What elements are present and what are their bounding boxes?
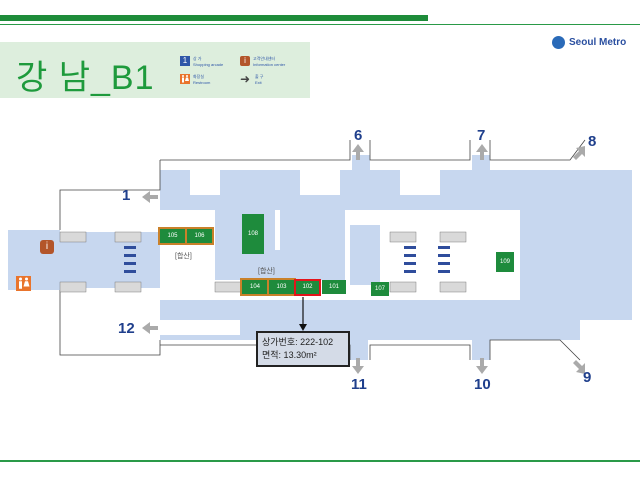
escalator [404,254,416,257]
shop-info-tooltip: 상가번호: 222-102 면적: 13.30m² [256,331,350,367]
shop-104[interactable]: 104 [240,278,270,296]
escalator [438,270,450,273]
legend-shop-kr: 상 가 [193,56,202,61]
tooltip-pointer-head [299,324,307,331]
escalator [404,262,416,265]
exit9-arrow-icon [573,360,585,374]
legend-info-en: Information center [253,62,286,67]
restroom-icon [16,276,31,291]
exit10-arrow-icon [476,358,488,374]
legend-restroom-en: Restroom [193,80,211,85]
restroom-legend-icon [180,74,190,84]
exit-10-label: 10 [474,376,491,393]
title-panel [0,42,310,98]
escalator [124,262,136,265]
station-title: 강 남_B1 [16,59,155,97]
shop-105[interactable]: 105 [158,227,187,245]
stairs [59,231,87,243]
selected-shop-highlight [294,279,321,296]
shop-103[interactable]: 103 [267,278,296,296]
shop-108[interactable]: 108 [242,214,264,254]
stairs [389,281,417,293]
corridor-east [580,170,632,320]
stairs [59,281,87,293]
escalator [404,270,416,273]
block-c [215,250,345,280]
stairs [214,281,242,293]
escalator [124,246,136,249]
legend-info-kr: 고객안내센터 [253,56,276,61]
legend-shop-en: Shopping arcade [193,62,224,67]
block-d [350,225,380,285]
stairs [439,231,467,243]
exit8-arrow-icon [573,146,585,160]
shop-legend-icon: 1 [180,56,190,66]
arrow-legend-icon: ➜ [240,72,251,86]
exit-9-label: 9 [583,369,592,386]
information-center-icon: i [40,240,54,254]
header-divider [0,24,640,25]
info-legend-icon: i [240,56,250,66]
stairs [439,281,467,293]
legend-restroom-kr: 화장실 [193,74,205,79]
exit-7-label: 7 [477,127,486,144]
stairs [114,231,142,243]
escalator [124,270,136,273]
footer-divider [0,460,640,462]
stairs [389,231,417,243]
escalator [438,254,450,257]
restroom-icon [182,75,189,83]
exit12-arrow-icon [142,322,158,334]
seoul-metro-logo-icon [552,36,565,49]
exit11-arrow-icon [352,358,364,374]
escalator [438,246,450,249]
exit6-arrow-icon [352,144,364,160]
exit-6-label: 6 [354,127,363,144]
exit-12-label: 12 [118,320,135,337]
header-top-bar [0,15,428,21]
exit1-arrow-icon [142,191,158,203]
shop-106[interactable]: 106 [185,227,214,245]
tooltip-area: 면적: 13.30m² [262,350,317,360]
escalator [438,262,450,265]
exit10-stair [472,335,490,360]
exit6-stair [352,155,370,175]
exit-8-label: 8 [588,133,597,150]
seoul-metro-logo: Seoul Metro [569,37,627,48]
shop-107[interactable]: 107 [371,282,389,296]
zone-label-left: [합산] [175,253,192,260]
stairs [114,281,142,293]
exit7-arrow-icon [476,144,488,160]
exit7-stair [472,155,490,175]
shop-109[interactable]: 109 [496,252,514,272]
exit11-stair [350,335,368,360]
block-b [280,210,345,250]
shop-102[interactable]: 102 [296,280,319,294]
legend-exit-en: Exit [255,80,262,85]
block-east [520,200,580,310]
escalator [404,246,416,249]
tooltip-shop-number: 상가번호: 222-102 [262,337,334,347]
corridor-north [160,170,580,210]
exit-11-label: 11 [351,376,367,393]
shop-101[interactable]: 101 [322,280,346,294]
escalator [124,254,136,257]
zone-label-center: [합산] [258,268,275,275]
legend-exit-kr: 출 구 [255,74,264,79]
exit-1-label: 1 [122,187,131,204]
